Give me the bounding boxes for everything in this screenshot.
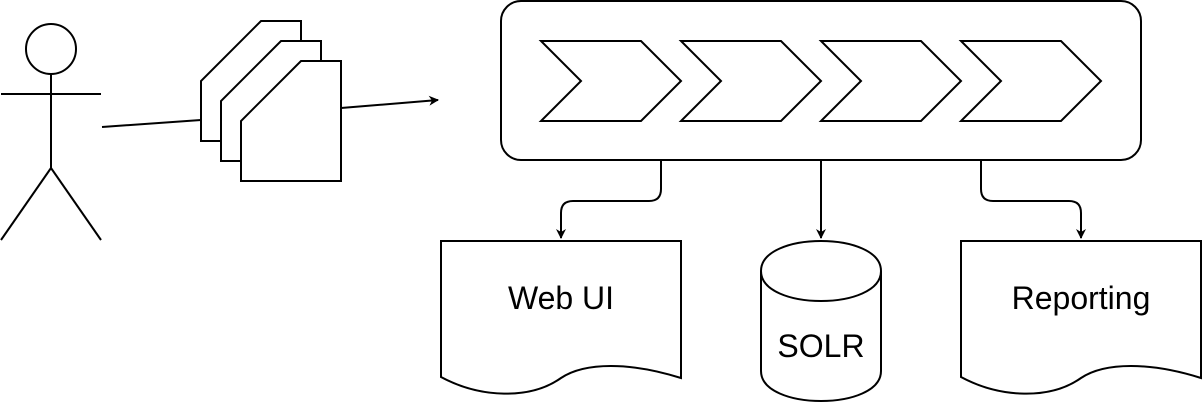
solr-node	[760, 240, 882, 402]
pipeline-stage-2-chevron-icon	[678, 40, 823, 122]
actor-right-leg	[50, 167, 102, 241]
actor-head	[25, 23, 77, 75]
documents-stack-icon	[200, 20, 342, 182]
document-front	[240, 60, 342, 182]
web-ui-document-shape	[440, 240, 682, 395]
solr-cylinder-rim	[760, 270, 882, 302]
reporting-label: Reporting	[1012, 280, 1151, 316]
web-ui-label: Web UI	[508, 280, 614, 316]
solr-label: SOLR	[777, 328, 864, 364]
edge-documents-to-pipeline	[340, 95, 439, 109]
actor-left-leg	[0, 167, 52, 241]
edge-pipeline-to-reporting	[980, 161, 1086, 239]
solr-database-cylinder-icon	[760, 240, 882, 402]
pipeline-stage-4-chevron-icon	[958, 40, 1103, 122]
reporting-document-shape	[960, 240, 1202, 395]
processing-pipeline	[500, 0, 1142, 161]
edge-pipeline-to-web-ui	[556, 161, 662, 239]
edge-actor-to-documents	[101, 119, 202, 128]
user-actor-icon	[0, 23, 102, 241]
pipeline-stage-1-chevron-icon	[538, 40, 683, 122]
pipeline-stage-3-chevron-icon	[818, 40, 963, 122]
web-ui-node	[440, 240, 682, 395]
reporting-node	[960, 240, 1202, 395]
